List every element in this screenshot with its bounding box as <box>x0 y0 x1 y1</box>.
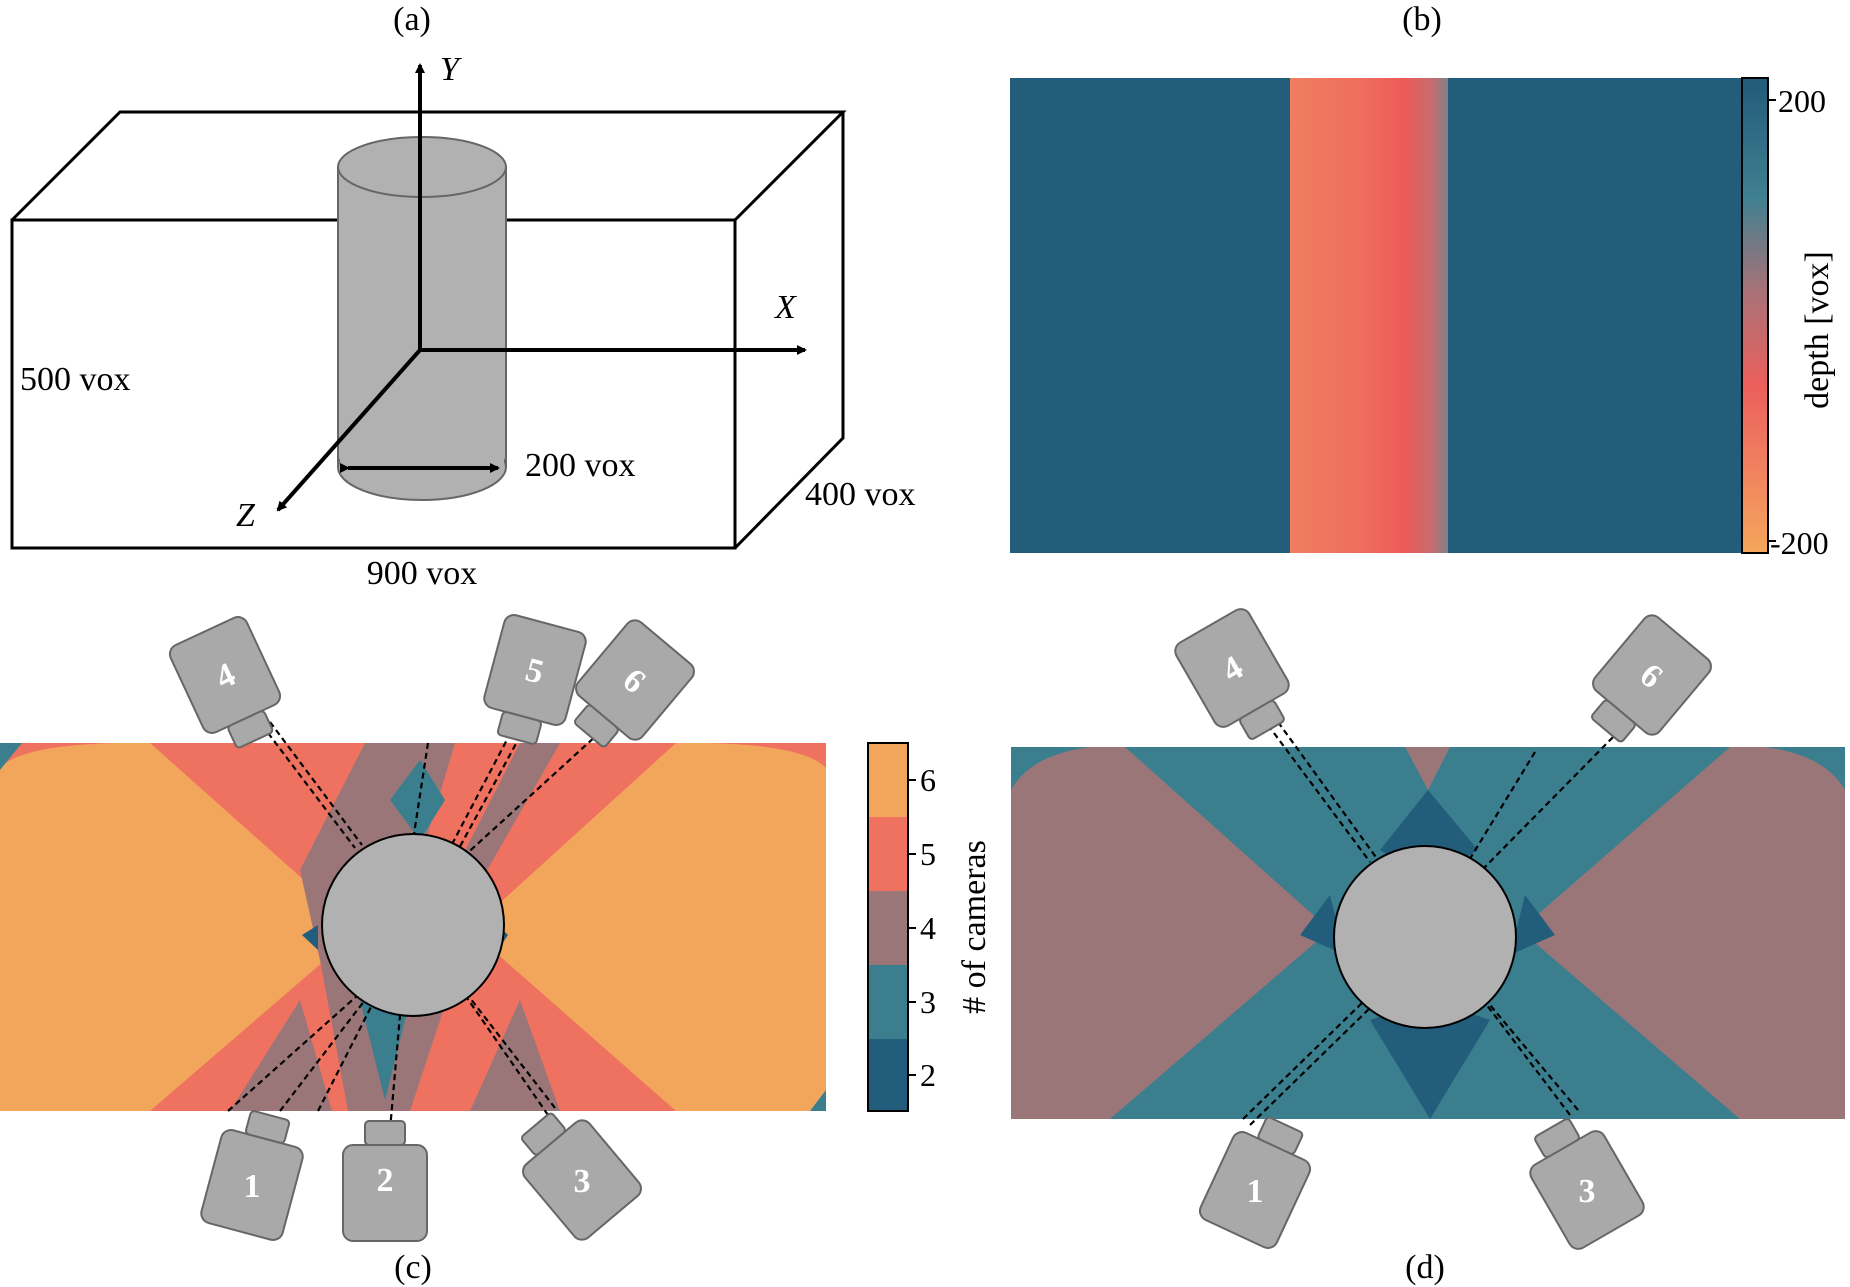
cylinder-section-d <box>1333 845 1517 1029</box>
depth-colorbar-max: 200 <box>1778 83 1826 119</box>
camera-icon-d-3: 3 <box>1513 1105 1649 1254</box>
camera-label-3: 3 <box>574 1163 591 1200</box>
caption-b: (b) <box>1402 1 1442 38</box>
panel-b: (b) 200 -200 depth [vox] <box>1010 1 1836 561</box>
dim-depth: 400 vox <box>805 476 916 513</box>
camera-icon-3: 3 <box>502 1096 647 1245</box>
depth-colorbar-min: -200 <box>1770 525 1829 561</box>
axis-label-z: Z <box>236 497 256 534</box>
caption-a: (a) <box>393 1 431 38</box>
dim-diameter: 200 vox <box>525 447 636 484</box>
axis-label-y: Y <box>440 51 462 88</box>
colorbar-tick-6: 6 <box>920 762 936 798</box>
camera-icon-d-6: 6 <box>1572 610 1717 759</box>
camera-icon-6: 6 <box>555 615 700 764</box>
camera-label-1: 1 <box>244 1168 261 1205</box>
depth-colorbar <box>1741 77 1769 554</box>
depth-colorbar-label: depth [vox] <box>1799 251 1836 409</box>
panel-a: (a) Y X Z 500 vox 200 vox 400 vox 900 vo… <box>10 1 916 592</box>
caption-d: (d) <box>1405 1249 1445 1286</box>
camera-icon-1: 1 <box>198 1103 313 1244</box>
colorbar-tick-5: 5 <box>920 836 936 872</box>
caption-c: (c) <box>394 1249 432 1286</box>
dim-width: 900 vox <box>367 555 478 592</box>
axes-3d <box>276 63 807 512</box>
camera-label-d-3: 3 <box>1579 1173 1596 1210</box>
axis-label-x: X <box>773 289 797 326</box>
camera-icon-d-1: 1 <box>1195 1105 1325 1253</box>
camera-count-colorbar: 6 5 4 3 2 # of cameras <box>867 742 993 1112</box>
camera-icon-2: 2 <box>342 1120 428 1242</box>
camera-icon-d-4: 4 <box>1170 604 1306 753</box>
panel-d: 4 6 1 3 (d) <box>1011 604 1845 1286</box>
colorbar-tick-3: 3 <box>920 984 936 1020</box>
camera-icon-5: 5 <box>474 611 589 752</box>
camera-label-d-1: 1 <box>1247 1173 1264 1210</box>
dim-height: 500 vox <box>20 361 131 398</box>
depth-map-cylinder-strip <box>1290 78 1448 553</box>
colorbar-label-cameras: # of cameras <box>956 840 993 1014</box>
sight-lines-d <box>1242 721 1621 1126</box>
colorbar-tick-4: 4 <box>920 910 936 946</box>
camera-label-2: 2 <box>377 1162 394 1199</box>
panel-c: 4 5 6 1 2 3 <box>0 611 993 1286</box>
camera-icon-4: 4 <box>165 612 295 760</box>
colorbar-tick-2: 2 <box>920 1057 936 1093</box>
cylinder-section-c <box>321 833 505 1017</box>
